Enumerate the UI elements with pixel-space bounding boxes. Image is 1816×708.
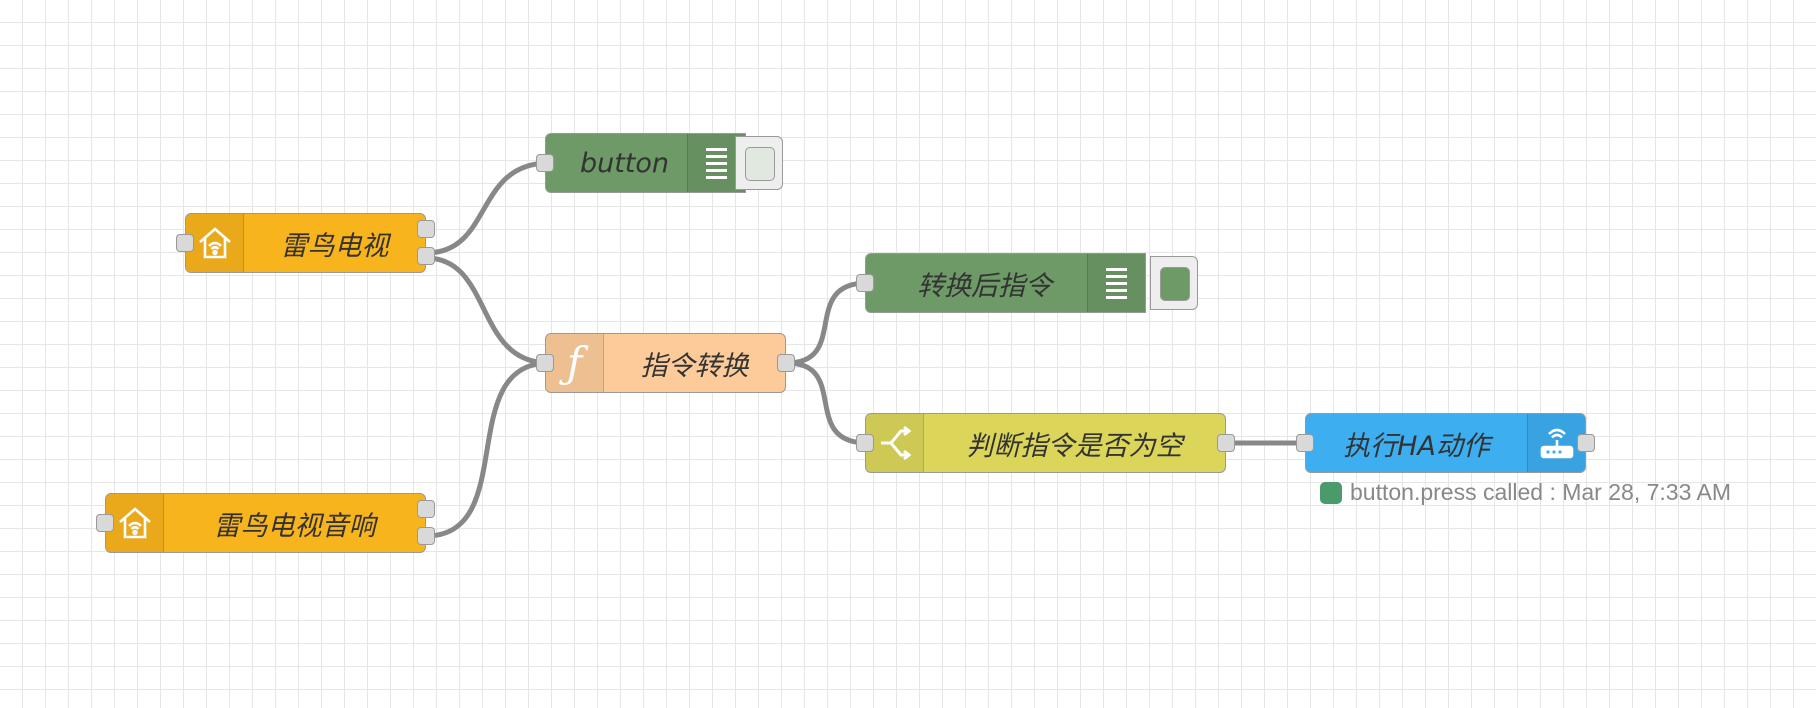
node-label: 判断指令是否为空: [966, 430, 1183, 462]
input-port[interactable]: [1296, 434, 1314, 452]
status-text: button.press called : Mar 28, 7:33 AM: [1350, 479, 1731, 505]
wire-convert-to-switch[interactable]: [786, 360, 868, 446]
node-button-debug[interactable]: button: [545, 133, 746, 193]
input-port[interactable]: [536, 154, 554, 172]
output-port[interactable]: [1217, 434, 1235, 452]
node-label: 雷鸟电视音响: [213, 510, 376, 542]
switch-icon: [866, 414, 924, 472]
node-ha-action[interactable]: 执行HA动作: [1305, 413, 1586, 473]
output-port[interactable]: [417, 500, 435, 518]
debug-lines-icon: [1087, 254, 1145, 312]
function-icon: ƒ: [546, 334, 604, 392]
output-port[interactable]: [417, 247, 435, 265]
wire-tv-to-convert[interactable]: [425, 255, 550, 366]
input-port[interactable]: [856, 434, 874, 452]
node-status: button.press called : Mar 28, 7:33 AM: [1320, 479, 1731, 506]
node-label: 指令转换: [640, 350, 749, 382]
home-wifi-icon: [106, 494, 164, 552]
node-label: button: [579, 147, 670, 179]
debug-toggle-button[interactable]: [735, 136, 783, 190]
node-tv-speaker[interactable]: 雷鸟电视音响: [105, 493, 426, 553]
wire-speaker-to-convert[interactable]: [425, 360, 550, 539]
node-label: 转换后指令: [917, 270, 1052, 302]
node-after-debug[interactable]: 转换后指令: [865, 253, 1146, 313]
status-dot-icon: [1320, 481, 1342, 504]
home-wifi-icon: [186, 214, 244, 272]
input-port[interactable]: [176, 234, 194, 252]
input-port[interactable]: [96, 514, 114, 532]
node-label: 雷鸟电视: [280, 230, 389, 262]
input-port[interactable]: [536, 354, 554, 372]
input-port[interactable]: [856, 274, 874, 292]
node-label: 执行HA动作: [1343, 430, 1490, 462]
router-icon: [1527, 414, 1585, 472]
node-convert-function[interactable]: ƒ 指令转换: [545, 333, 786, 393]
debug-toggle-button[interactable]: [1150, 256, 1198, 310]
wire-tv-to-button[interactable]: [425, 160, 550, 256]
output-port[interactable]: [1577, 434, 1595, 452]
node-tv[interactable]: 雷鸟电视: [185, 213, 426, 273]
node-check-empty-switch[interactable]: 判断指令是否为空: [865, 413, 1226, 473]
wire-convert-to-debug[interactable]: [786, 280, 868, 366]
output-port[interactable]: [777, 354, 795, 372]
output-port[interactable]: [417, 220, 435, 238]
output-port[interactable]: [417, 527, 435, 545]
